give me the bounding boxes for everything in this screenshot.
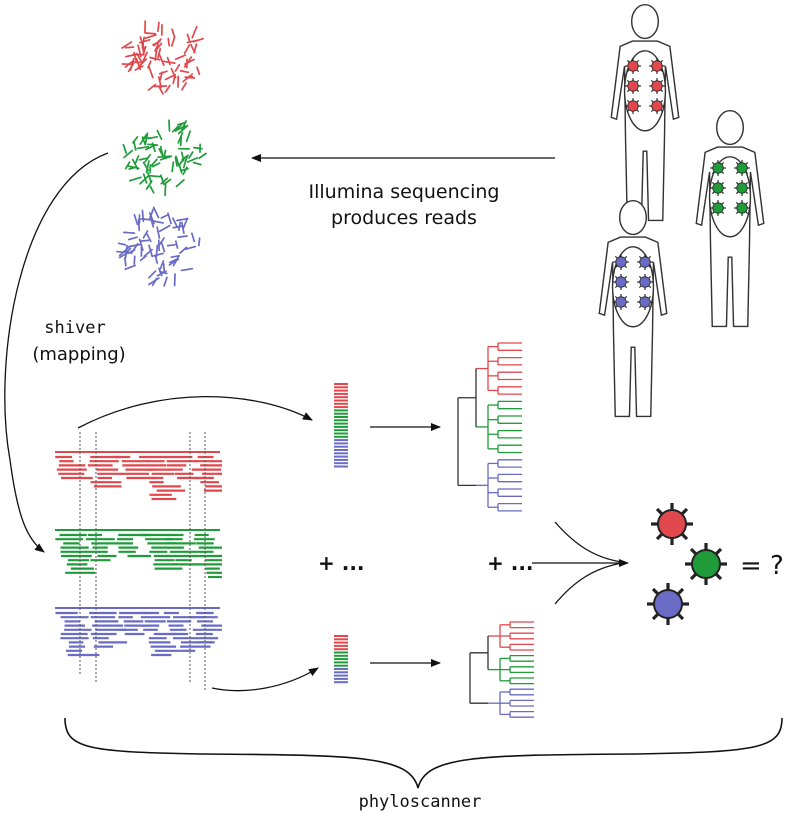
host-blue [598, 199, 668, 418]
virus-icon [709, 159, 727, 177]
tree-icon-top [457, 342, 522, 512]
window-column-bottom [334, 635, 348, 684]
plus-more-label-1: + ... [318, 551, 365, 575]
virus-icon [733, 199, 751, 217]
virus-icon [648, 57, 666, 75]
person-icon [695, 109, 765, 328]
virus-icon [636, 273, 654, 291]
virus-icon-green [683, 541, 729, 587]
virus-icon [624, 57, 642, 75]
virus-icon-blue [645, 581, 691, 627]
alignment-blue [55, 607, 222, 657]
virus-icon [612, 253, 630, 271]
window-guides [79, 432, 206, 690]
plus-more-label-2: + ... [487, 551, 534, 575]
window-column-top [334, 383, 348, 468]
host-green [695, 109, 765, 328]
virus-icon [733, 179, 751, 197]
sequencing-label-line1: Illumina sequencing [309, 181, 500, 203]
person-icon [610, 3, 680, 222]
virus-icon [648, 77, 666, 95]
question-label: = ? [740, 551, 784, 581]
virus-icon [624, 77, 642, 95]
window-arrow-top [77, 395, 313, 429]
mapping-arrow [4, 152, 109, 553]
brace-icon [64, 717, 783, 789]
mapping-desc-label: (mapping) [32, 344, 125, 365]
virus-icon [648, 97, 666, 115]
virus-icon [612, 293, 630, 311]
window-arrow-bottom [211, 667, 319, 692]
tree-icon-bottom [469, 621, 534, 718]
virus-icon [612, 273, 630, 291]
pipeline-label: phyloscanner [359, 792, 482, 812]
sequencing-label-line2: produces reads [331, 207, 477, 229]
virus-icon [709, 199, 727, 217]
virus-icon [733, 159, 751, 177]
mapping-tool-label: shiver [44, 318, 105, 338]
alignment-green [55, 529, 222, 579]
person-icon [598, 199, 668, 418]
virus-icon [624, 97, 642, 115]
read-cluster-blue [116, 206, 201, 287]
alignment-red [55, 451, 222, 501]
merge-arrows [532, 521, 629, 605]
virus-icon-red [649, 501, 695, 547]
virus-icon [709, 179, 727, 197]
host-red [610, 3, 680, 222]
read-cluster-green [122, 119, 207, 197]
read-cluster-red [121, 20, 204, 95]
virus-icon [636, 293, 654, 311]
virus-icon [636, 253, 654, 271]
